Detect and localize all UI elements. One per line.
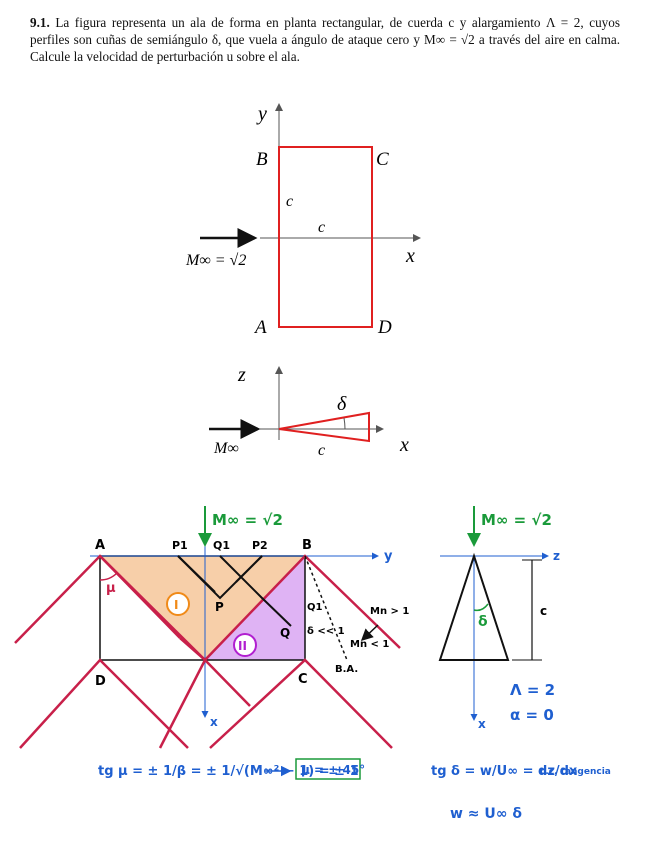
sketch-region-i: I [174, 598, 178, 612]
sketch-mach-top: M∞ = √2 [212, 511, 283, 529]
corner-a-label: A [253, 317, 267, 338]
sketch-x-label: x [210, 715, 218, 729]
wedge-sketch-z-label: z [553, 549, 560, 563]
wedge-sketch-delta-arc [473, 603, 489, 612]
mach-label-2: M∞ [213, 440, 239, 457]
y-axis-label: y [256, 103, 267, 125]
sketch-c-label: C [298, 672, 308, 687]
corner-b-label: B [256, 149, 268, 170]
chord-label: c [318, 219, 325, 236]
x-axis-label-2: x [399, 434, 409, 456]
formulas: tg μ = ± 1/β = ± 1/√(M∞² − 1) = ± 1 μ = … [98, 758, 611, 822]
mu-formula: tg μ = ± 1/β = ± 1/√(M∞² − 1) = ± 1 [98, 764, 359, 779]
sketch-mn-gt: Mn > 1 [370, 606, 409, 617]
problem-text: La figura representa un ala de forma en … [30, 15, 621, 64]
sketch-mu-label: μ [106, 581, 116, 596]
mu-result: μ = ± 45° [301, 763, 365, 777]
problem-statement: 9.1. La figura representa un ala de form… [30, 14, 620, 65]
sketch-ba-label: B.A. [335, 664, 358, 675]
mach-cone-sketch: M∞ = √2 A P1 Q1 P2 B y μ I P Q Q1 δ << 1… [14, 506, 409, 749]
wedge-sketch-c: c [540, 604, 547, 618]
sketch-region-ii: II [238, 639, 247, 653]
wing-planform [278, 146, 373, 328]
mach-label: M∞ = √2 [185, 252, 246, 269]
sketch-p1-label: P1 [172, 539, 188, 552]
sketch-mn-lt: Mn < 1 [350, 639, 389, 650]
problem-number: 9.1. [30, 15, 50, 30]
wedge-sketch-mach: M∞ = √2 [481, 511, 552, 529]
sketch-a-label: A [95, 538, 105, 553]
span-label: c [286, 193, 293, 210]
wedge-profile [278, 411, 370, 443]
x-axis-label: x [405, 245, 415, 267]
mach-lines [14, 554, 401, 749]
sketch-p2-label: P2 [252, 539, 268, 552]
normal-mach-arrow [360, 624, 379, 642]
leading-edge-dashed [304, 555, 348, 661]
characteristics [177, 555, 292, 627]
sketch-qa-label: Q1 [307, 602, 323, 613]
sketch-p-label: P [215, 600, 224, 614]
sketch-d-label: D [95, 674, 106, 689]
wedge-sketch-aspect: Λ = 2 [510, 681, 555, 699]
region-i-circle [166, 592, 190, 616]
mu-arc [99, 572, 118, 581]
tangency-formula: tg δ = w/U∞ = dz/dx [431, 764, 578, 779]
region-ii-circle [233, 633, 257, 657]
delta-label: δ [337, 393, 347, 415]
sketch-delta-lt: δ << 1 [307, 626, 345, 637]
wedge-sketch-alpha: α = 0 [510, 706, 554, 724]
tangency-note: c.c. tangencia [540, 767, 611, 777]
mu-result-box [295, 758, 361, 780]
wedge-sketch: M∞ = √2 z δ c Λ = 2 α = 0 x [438, 506, 560, 731]
wedge-sketch-delta: δ [478, 614, 488, 630]
z-axis-label: z [237, 364, 246, 386]
sketch-q1-label: Q1 [213, 539, 230, 552]
corner-d-label: D [377, 317, 392, 338]
wedge-sketch-x-label: x [478, 717, 486, 731]
wedge-profile-figure: z x δ c M∞ [209, 364, 409, 459]
sketch-q-label: Q [280, 626, 290, 640]
planform-figure: y x B C A D c c M∞ = √2 [185, 103, 421, 338]
region-i-fill [100, 556, 305, 660]
chord-label-2: c [318, 442, 325, 459]
w-formula: w ≈ U∞ δ [450, 806, 522, 822]
corner-c-label: C [376, 149, 389, 170]
wedge-angle-arc [343, 417, 346, 430]
sketch-y-label: y [384, 549, 393, 564]
sketch-b-label: B [302, 538, 312, 553]
wedge-sketch-shape [438, 552, 510, 661]
